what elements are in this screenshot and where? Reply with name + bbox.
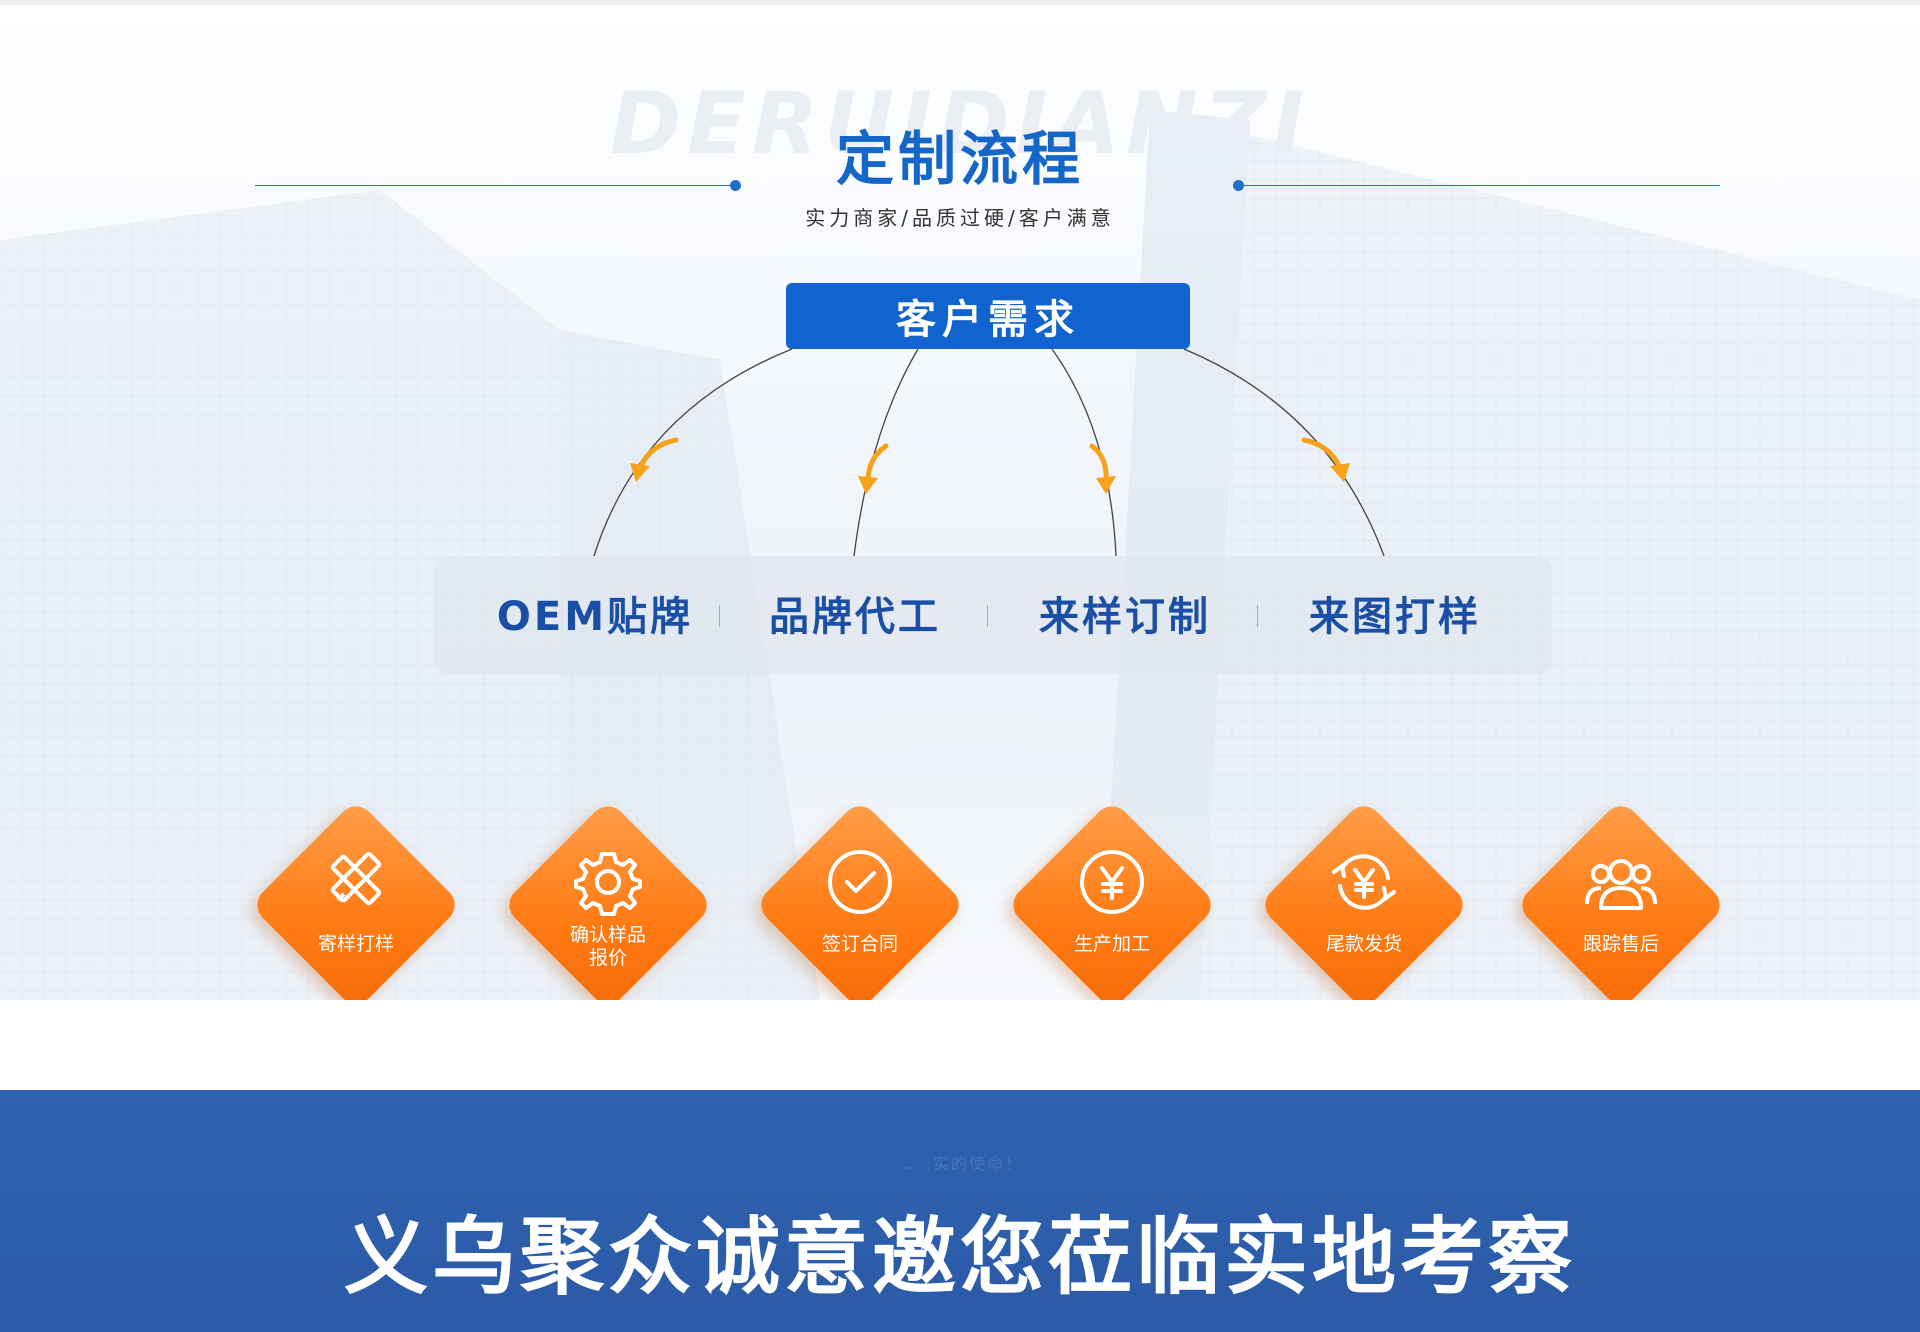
gear-icon [574, 852, 642, 916]
title-right-dot [1233, 180, 1244, 191]
top-divider [0, 0, 1920, 5]
section-subtitle: 实力商家/品质过硬/客户满意 [805, 206, 1115, 230]
category-oem: OEM贴牌 [496, 594, 694, 640]
category-separator [1257, 605, 1258, 627]
invitation-banner: ……实的使命！ 义乌聚众诚意邀您莅临实地考察 [0, 1090, 1920, 1332]
process-step-4: 生产加工 [1005, 798, 1219, 1000]
category-separator [987, 605, 988, 627]
flow-connectors [593, 348, 1385, 557]
step-label: 跟踪售后 [1582, 933, 1659, 955]
banner-faint-text: ……实的使命！ [896, 1154, 1023, 1173]
title-left-dot [730, 180, 741, 191]
step-label: 寄样打样 [317, 933, 394, 955]
process-step-5: 尾款发货 [1257, 798, 1471, 1000]
process-step-6: 跟踪售后 [1514, 798, 1728, 1000]
step-label: 生产加工 [1073, 933, 1150, 955]
step-label: 签订合同 [821, 933, 898, 955]
yen-circle-icon [1080, 850, 1144, 914]
category-drawing-sample: 来图打样 [1309, 594, 1481, 640]
arrow-icon-2 [858, 443, 889, 494]
connector-curve-1 [593, 348, 793, 557]
connector-curve-4 [1183, 348, 1385, 557]
title-left-line [255, 185, 735, 186]
category-brand-oem: 品牌代工 [769, 594, 941, 640]
background-watermark: DERUIDIANZI [609, 74, 1311, 174]
pencil-ruler-icon [330, 851, 382, 906]
users-icon [1585, 859, 1657, 910]
check-circle-icon [828, 850, 892, 914]
section-title: 定制流程 [835, 125, 1084, 193]
step-label: 确认样品报价 [569, 924, 646, 969]
banner-title: 义乌聚众诚意邀您莅临实地考察 [343, 1208, 1576, 1306]
connector-curve-2 [853, 348, 919, 557]
process-step-1: 寄样打样 [249, 798, 463, 1000]
step-label: 尾款发货 [1325, 933, 1402, 955]
category-sample-custom: 来样订制 [1039, 594, 1211, 640]
process-section: DERUIDIANZI 定制流程 实力商家/品质过硬/客户满意 客户需 [0, 0, 1920, 1000]
yen-refresh-icon [1332, 854, 1396, 910]
category-separator [719, 605, 720, 627]
arrow-icon-3 [1089, 443, 1116, 494]
process-step-3: 签订合同 [753, 798, 967, 1000]
connector-curve-3 [1051, 348, 1117, 557]
customer-needs-box: 客户需求 [786, 283, 1190, 349]
arrow-icon-1 [630, 437, 679, 482]
process-step-2: 确认样品报价 [501, 798, 715, 1000]
title-right-line [1238, 185, 1720, 186]
arrow-icon-4 [1301, 437, 1350, 482]
category-band [434, 556, 1552, 674]
